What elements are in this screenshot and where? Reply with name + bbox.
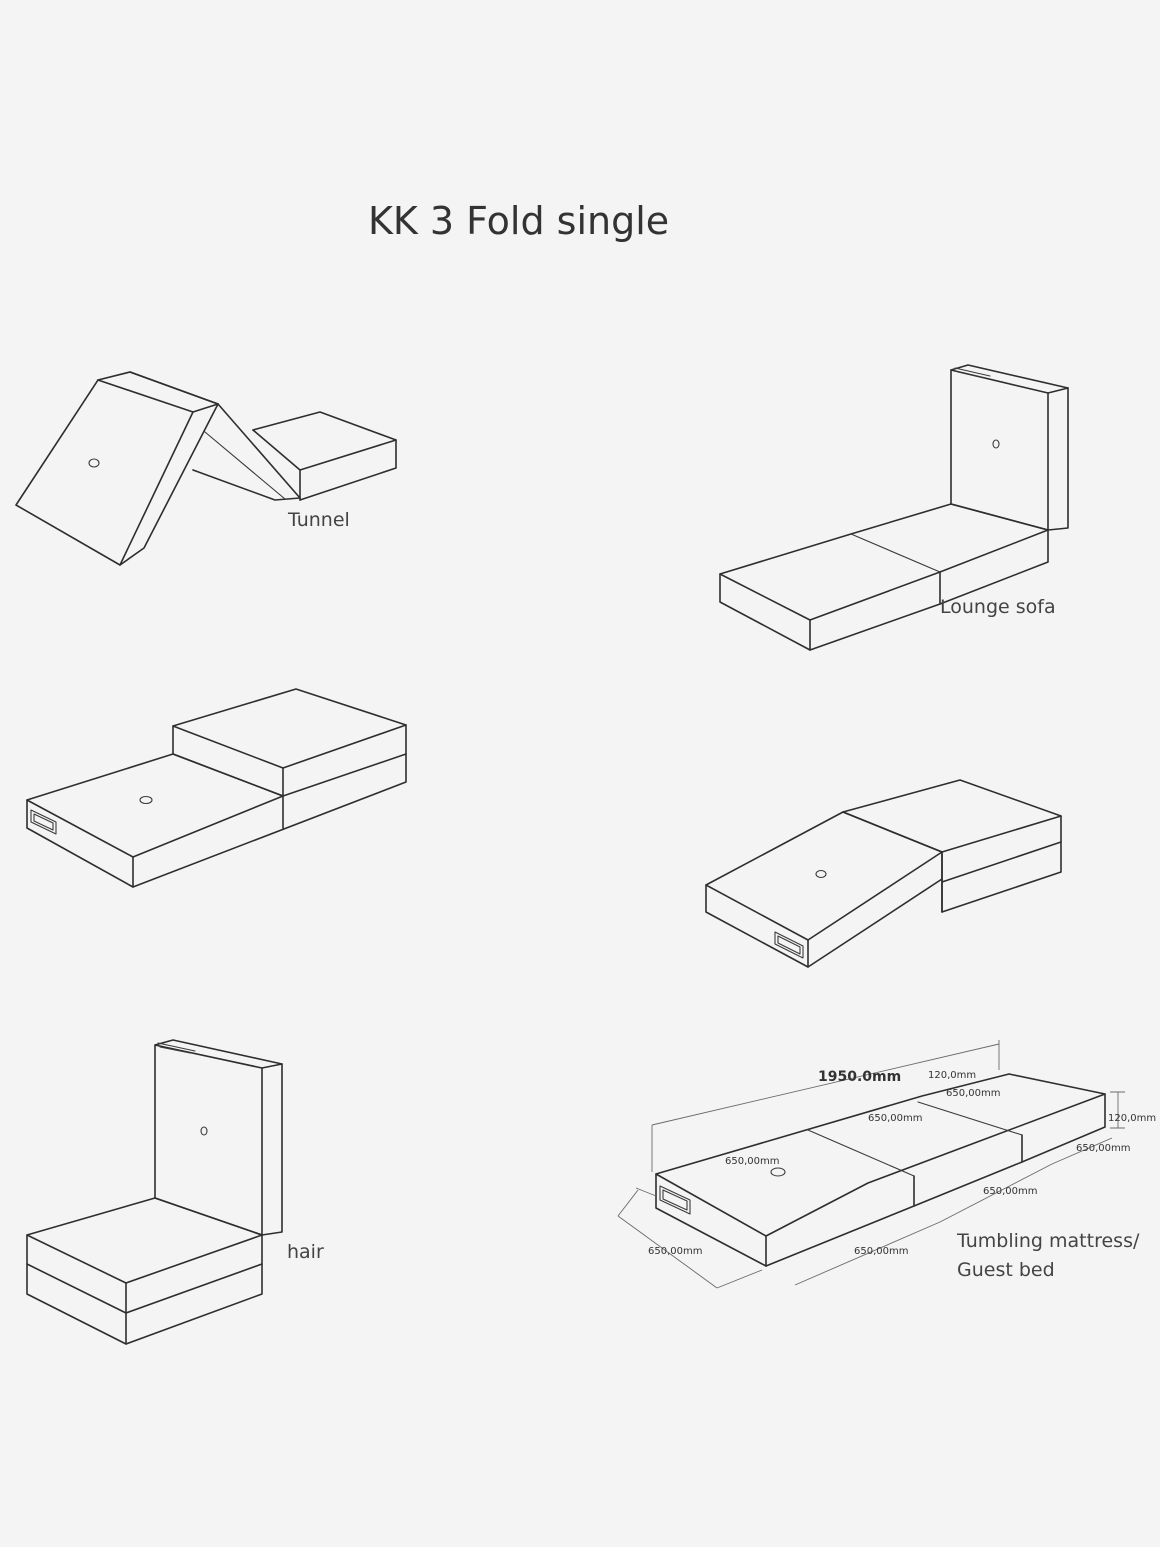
chair-drawing [26,1039,283,1345]
label-tunnel: Tunnel [287,509,350,531]
dim-thickness-side: 120,0mm [1108,1113,1156,1124]
label-chair: hair [287,1241,324,1263]
dim-total-length: 1950.0mm [818,1069,901,1085]
dim-bottom-left: 650,00mm [648,1246,702,1257]
dim-panel-top-3: 650,00mm [946,1088,1000,1099]
mattress-drawing [655,1073,1106,1267]
dim-side-right: 650,00mm [1076,1143,1130,1154]
label-tumbling-line1: Tumbling mattress/ [956,1230,1140,1252]
step-drawing [26,688,407,888]
dim-panel-top-1: 650,00mm [725,1156,779,1167]
dim-bottom-mid: 650,00mm [854,1246,908,1257]
mattress-dimension-lines [617,1040,1125,1289]
label-lounge-sofa: Lounge sofa [940,596,1056,618]
ramp-drawing [705,779,1062,968]
page-title: KK 3 Fold single [368,199,669,243]
lounge-sofa-drawing [719,364,1069,651]
dim-panel-top-2: 650,00mm [868,1113,922,1124]
dim-thickness-top: 120,0mm [928,1070,976,1081]
tunnel-drawing [15,371,397,566]
dim-bottom-right: 650,00mm [983,1186,1037,1197]
label-tumbling-line2: Guest bed [957,1259,1055,1281]
